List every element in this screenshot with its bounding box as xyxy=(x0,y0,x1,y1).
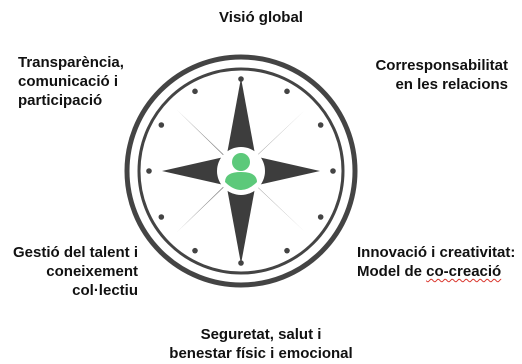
person-icon xyxy=(225,153,257,190)
compass-inner-ring xyxy=(137,67,345,275)
value-safety-health-line-2: benestar físic i emocional xyxy=(169,345,353,362)
value-vision-global-text: Visió global xyxy=(219,9,303,26)
value-transparency-line-1: Transparència, xyxy=(18,54,124,71)
star-point-s xyxy=(227,188,255,264)
value-co-responsibility: Corresponsabilitat en les relacions xyxy=(375,56,508,94)
star-point-e xyxy=(258,157,320,185)
value-safety-health: Seguretat, salut i benestar físic i emoc… xyxy=(0,325,522,363)
value-transparency-line-2: comunicació i xyxy=(18,73,119,90)
value-co-responsibility-line-2: en les relacions xyxy=(395,76,508,93)
compass-tick-dot xyxy=(317,122,324,128)
compass-outer-ring xyxy=(124,54,358,288)
value-talent-management-line-3: col·lectiu xyxy=(72,282,138,299)
compass-cardinal-points xyxy=(162,78,320,264)
value-innovation-line-1: Innovació i creativitat: xyxy=(357,244,516,261)
value-safety-health-line-1: Seguretat, salut i xyxy=(200,326,322,343)
compass-tick-dot xyxy=(284,247,290,254)
compass-tick-dot xyxy=(158,214,165,220)
value-vision-global: Visió global xyxy=(0,8,522,27)
compass-tick-dot xyxy=(146,168,152,174)
value-innovation-line-2: Model de co-creació xyxy=(357,262,515,281)
star-point-n xyxy=(227,78,255,154)
compass-tick-dot xyxy=(192,247,198,254)
compass-tick-dot xyxy=(284,88,290,95)
compass-tick-dot xyxy=(317,214,324,220)
value-innovation: Innovació i creativitat: Model de co-cre… xyxy=(357,243,515,281)
value-innovation-line-2-prefix: Model de xyxy=(357,263,427,280)
compass-tick-dot xyxy=(192,88,198,95)
compass-tick-dot xyxy=(158,122,165,128)
star-point-w xyxy=(162,157,224,185)
spellcheck-flagged-word: co-creació xyxy=(426,263,502,280)
value-talent-management-line-2: coneixement xyxy=(46,263,138,280)
compass-icon xyxy=(124,54,358,288)
value-transparency-line-3: participació xyxy=(18,92,103,109)
compass-tick-dot xyxy=(330,168,336,174)
value-co-responsibility-line-1: Corresponsabilitat xyxy=(375,57,508,74)
value-talent-management-line-1: Gestió del talent i xyxy=(12,244,138,261)
value-talent-management: Gestió del talent i coneixement col·lect… xyxy=(13,243,138,300)
value-transparency: Transparència, comunicació i participaci… xyxy=(18,53,124,110)
